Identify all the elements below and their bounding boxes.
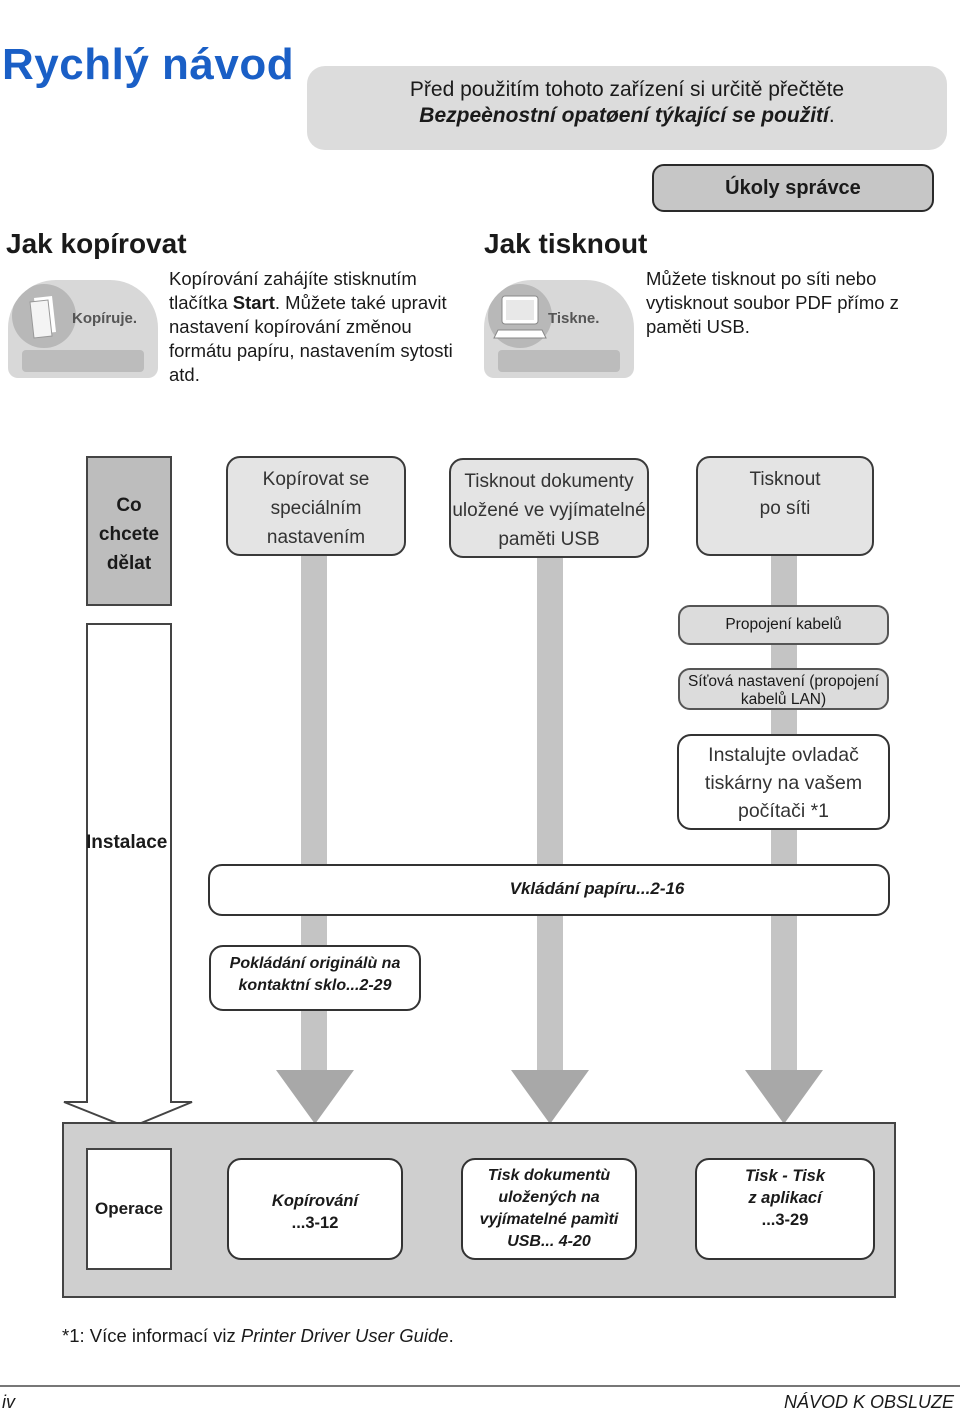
print-description: Můžete tisknout po síti nebo vytisknout … (646, 268, 899, 337)
place-originals-step: Pokládání originálù na kontaktní sklo...… (209, 945, 421, 1011)
notice-line-2: Bezpeènostní opatøení týkající se použit… (419, 104, 835, 127)
footnote: *1: Více informací viz Printer Driver Us… (62, 1325, 454, 1346)
option-print-network: Tisknout po síti (696, 456, 874, 556)
install-label: Instalace (86, 832, 168, 853)
option-copy-special: Kopírovat se speciálním nastavením (226, 456, 406, 556)
copy-icon: Kopíruje. (8, 280, 158, 378)
footer-rule (0, 1385, 960, 1387)
arrow-head-copy (276, 1070, 354, 1124)
print-icon-label: Tiskne. (548, 310, 600, 327)
admin-tasks-label: Úkoly správce (652, 164, 934, 212)
operation-label: Operace (86, 1148, 172, 1270)
op-copy: Kopírování ...3-12 (227, 1158, 403, 1260)
install-driver-step: Instalujte ovladač tiskárny na vašem poč… (677, 734, 890, 830)
arrow-head-network (745, 1070, 823, 1124)
op-print-usb: Tisk dokumentù uložených na vyjímatelné … (461, 1158, 637, 1260)
print-heading: Jak tisknout (484, 228, 648, 259)
print-icon: Tiskne. (484, 280, 634, 378)
load-paper-step: Vkládání papíru...2-16 (208, 864, 890, 916)
cable-connection-step: Propojení kabelů (678, 605, 889, 645)
page-number: iv (2, 1392, 15, 1412)
network-settings-step: Síťová nastavení (propojení kabelů LAN) (678, 668, 889, 710)
flow-bar-usb (537, 555, 563, 1075)
option-print-usb: Tisknout dokumenty uložené ve vyjímateln… (449, 458, 649, 558)
notice-line-1: Před použitím tohoto zařízení si určitě … (409, 78, 845, 101)
copy-heading: Jak kopírovat (6, 228, 187, 259)
op-print-app: Tisk - Tisk z aplikací ...3-29 (695, 1158, 875, 1260)
machine-base (22, 350, 144, 372)
install-arrow (63, 623, 193, 1130)
safety-notice: Před použitím tohoto zařízení si určitě … (307, 66, 947, 150)
copy-icon-label: Kopíruje. (72, 310, 138, 327)
computer-icon (488, 284, 552, 348)
machine-base (498, 350, 620, 372)
copy-description: Kopírování zahájíte stisknutím tlačítka … (169, 268, 453, 385)
arrow-head-usb (511, 1070, 589, 1124)
manual-title: NÁVOD K OBSLUZE (783, 1392, 954, 1412)
what-to-do-label: Co chcete dělat (86, 456, 172, 606)
document-icon (12, 284, 76, 348)
page-title: Rychlý návod (2, 40, 295, 89)
